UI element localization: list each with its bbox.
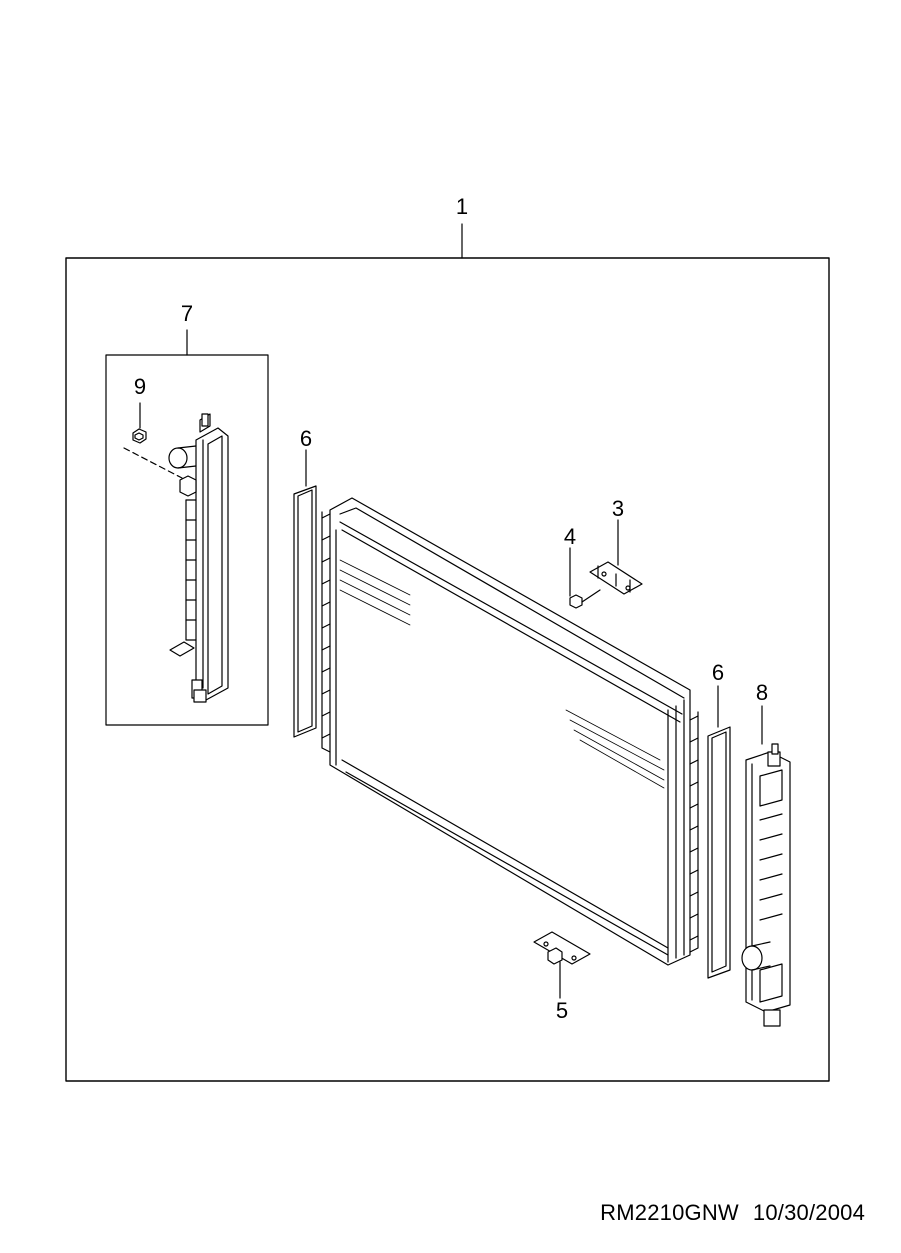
drawing-footer: RM2210GNW 10/30/2004 bbox=[600, 1200, 865, 1226]
right-tank-part bbox=[741, 705, 791, 1027]
callout-5: 5 bbox=[556, 998, 568, 1023]
assembly-frame bbox=[65, 257, 830, 1082]
left-seal-part bbox=[293, 449, 317, 738]
clip-part bbox=[569, 547, 601, 609]
left-tank-part bbox=[168, 413, 229, 703]
radiator-core-part bbox=[321, 497, 699, 966]
callout-4: 4 bbox=[564, 524, 576, 549]
callout-7: 7 bbox=[181, 301, 193, 326]
callout-3: 3 bbox=[612, 496, 624, 521]
callout-6-left: 6 bbox=[300, 426, 312, 451]
callout-9: 9 bbox=[134, 374, 146, 399]
lower-bracket-part bbox=[533, 931, 591, 999]
callout-1: 1 bbox=[456, 194, 468, 219]
callout-8: 8 bbox=[756, 680, 768, 705]
upper-bracket-part bbox=[589, 519, 643, 595]
drawing-date: 10/30/2004 bbox=[752, 1200, 865, 1225]
nut-part bbox=[123, 402, 183, 479]
callout-6-right: 6 bbox=[712, 660, 724, 685]
right-seal-part bbox=[707, 685, 731, 979]
part-code: RM2210GNW bbox=[600, 1200, 739, 1225]
